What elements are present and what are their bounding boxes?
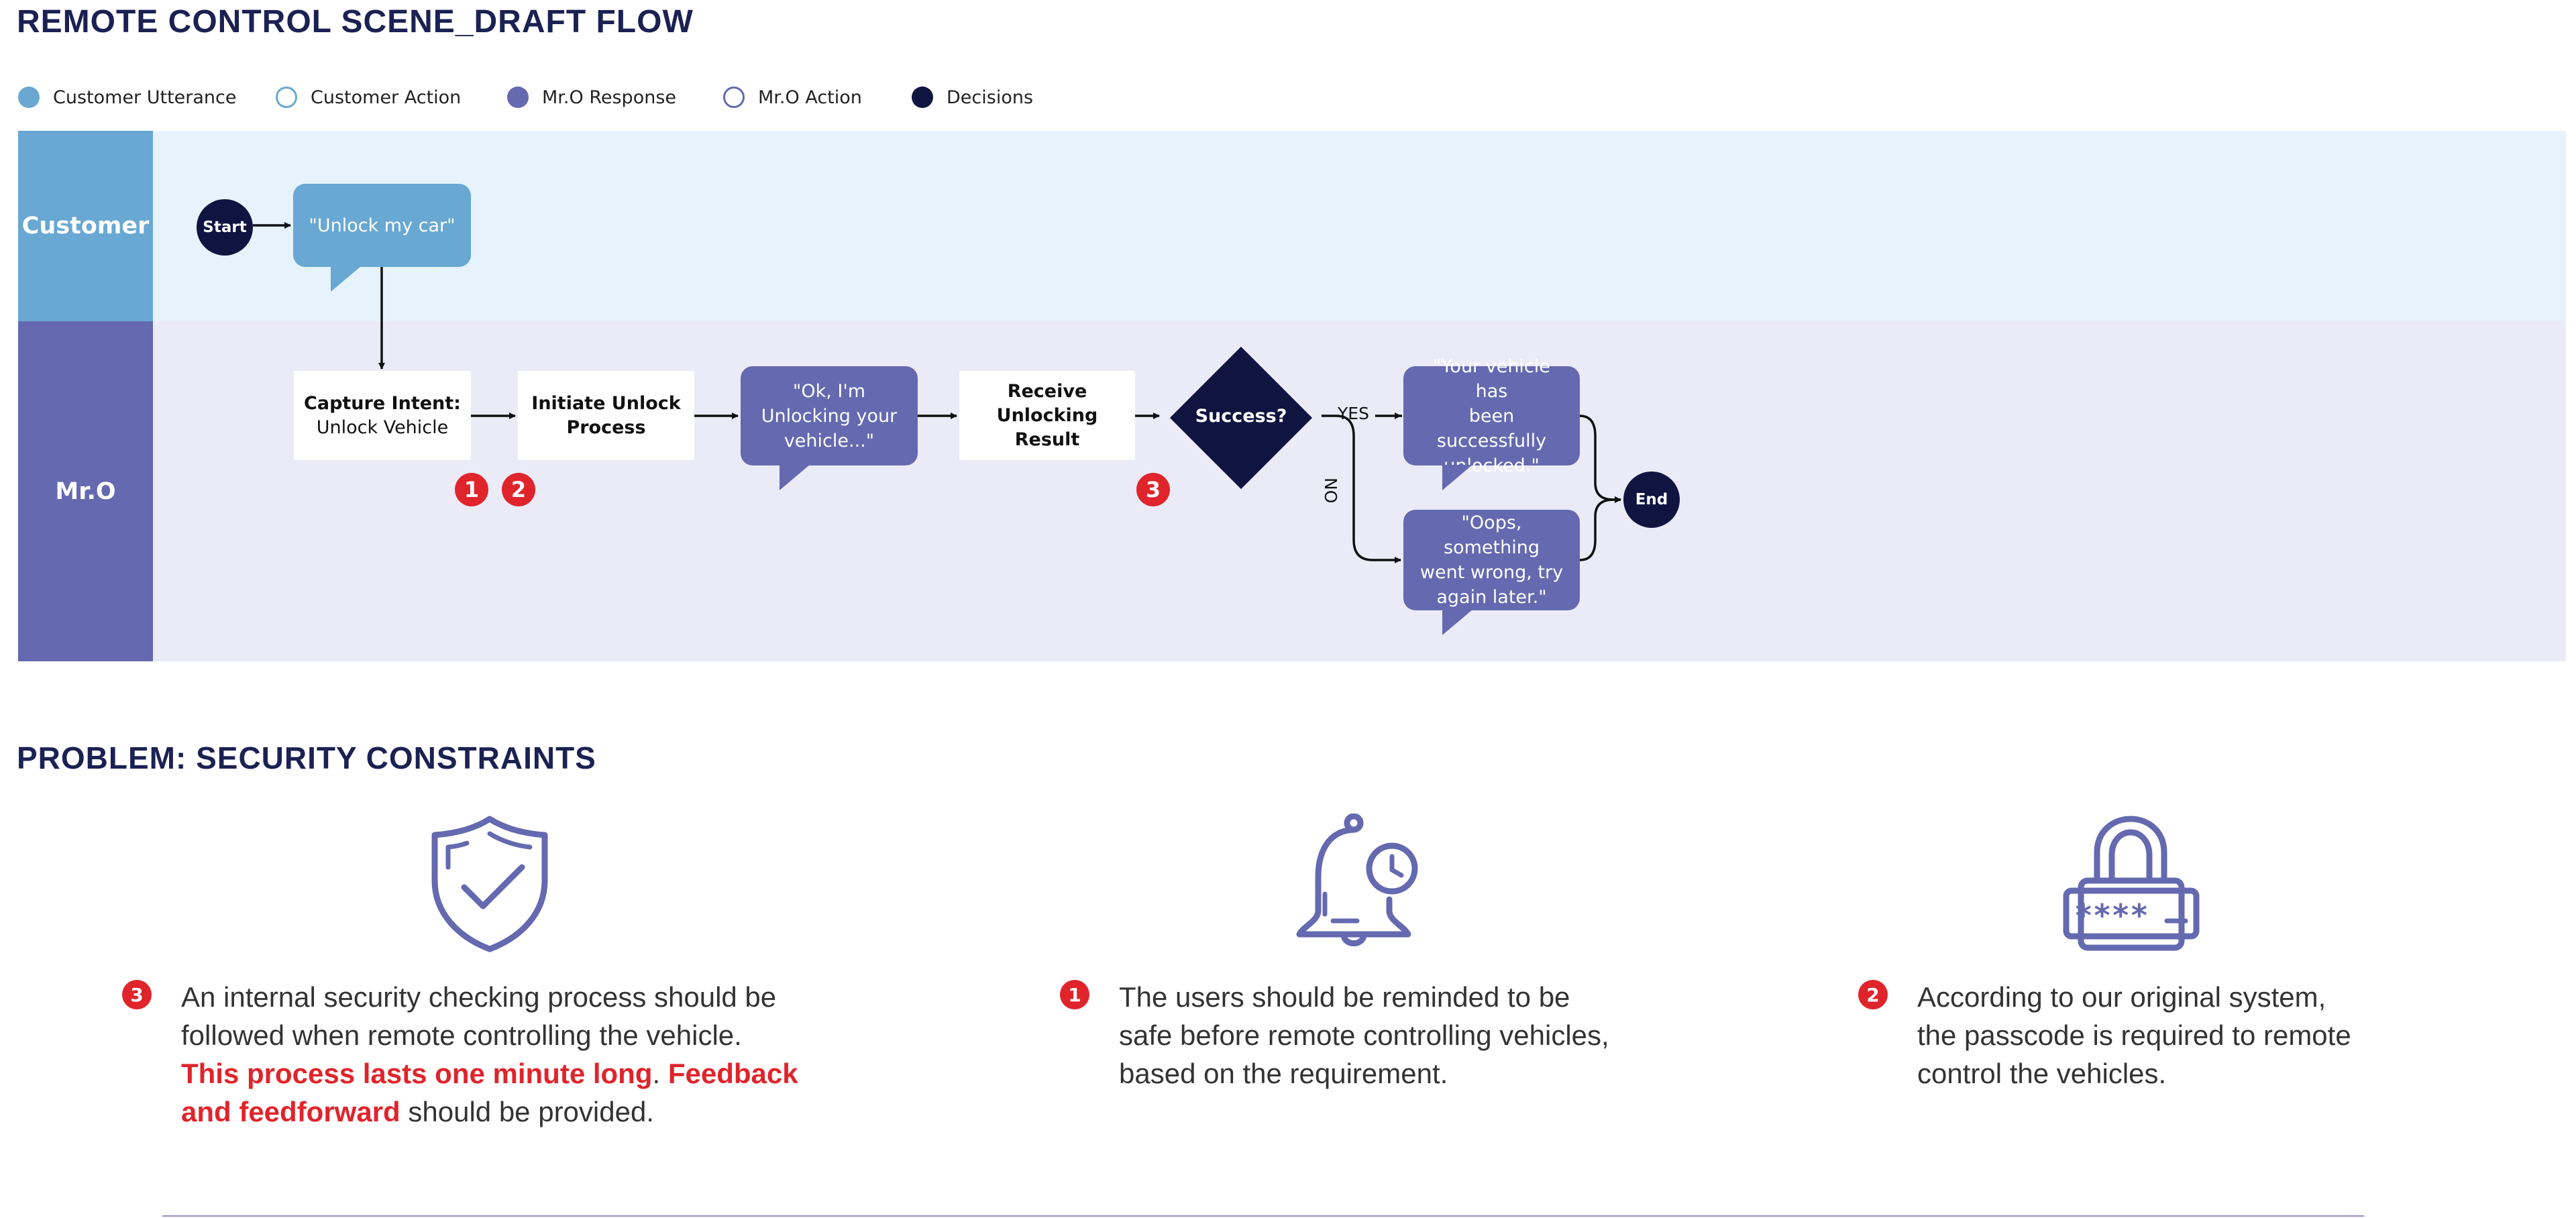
response-line: been successfully [1436,405,1547,451]
legend-label: Customer Action [311,87,462,108]
response-line: vehicle..." [784,430,875,451]
filled-circle-icon [18,87,40,108]
arrow-success-to-end [1579,414,1621,503]
problem-section-title: PROBLEM: SECURITY CONSTRAINTS [17,740,596,775]
outline-circle-icon [276,87,297,108]
response-line: went wrong, try [1419,562,1564,583]
initiate-unlock-line: Process [566,417,646,438]
problem-highlight: Feedback [667,1058,798,1089]
legend-label: Decisions [947,87,1034,108]
end-node: End [1623,472,1680,528]
problem-line-text: should be provided. [400,1096,654,1127]
problem-item-safety-reminder: The users should be reminded to be safe … [1119,978,1723,1093]
legend-label: Mr.O Action [758,87,862,108]
speech-tail [1442,610,1472,635]
problem-line: An internal security checking process sh… [181,981,777,1013]
response-line: again later." [1436,587,1547,608]
problem-item-passcode: According to our original system, the pa… [1917,978,2521,1093]
legend-item-mro-response: Mr.O Response [507,84,676,111]
customer-lane [153,131,2566,321]
page-title: REMOTE CONTROL SCENE_DRAFT FLOW [17,4,694,40]
problem-item-security-process: An internal security checking process sh… [181,978,872,1131]
success-response-bubble: "Your vehicle has been successfully unlo… [1403,356,1580,476]
problem-line: According to our original system, [1917,981,2326,1013]
lane-label-customer: Customer [18,131,153,321]
capture-intent-box: Capture Intent: Unlock Vehicle [294,371,471,460]
legend-item-customer-action: Customer Action [276,84,461,111]
receive-result-line: Receive Unlocking [996,380,1098,426]
receive-result-box: Receive Unlocking Result [959,371,1135,460]
speech-tail [1442,465,1472,490]
problem-line: This process lasts one minute long. Feed… [181,1054,872,1093]
decision-label: Success? [1195,405,1287,427]
problem-badge-1: 1 [1060,980,1089,1009]
problem-highlight: This process lasts one minute long [181,1058,653,1089]
legend-item-customer-utterance: Customer Utterance [18,84,237,111]
legend-item-decisions: Decisions [912,84,1033,111]
bottom-divider [162,1215,2364,1217]
problem-line: The users should be reminded to be [1119,981,1570,1013]
problem-badge-3: 3 [122,980,152,1009]
legend-label: Customer Utterance [53,87,237,108]
capture-intent-subtitle: Unlock Vehicle [316,417,449,438]
unlocking-response-bubble: "Ok, I'm Unlocking your vehicle..." [741,366,918,465]
problem-line: based on the requirement. [1119,1058,1448,1089]
padlock-passcode-icon: **** [2063,816,2200,951]
problem-line: control the vehicles. [1917,1058,2167,1089]
initiate-unlock-line: Initiate Unlock [531,392,681,414]
problem-line: and feedforward should be provided. [181,1093,872,1131]
problem-badge-2: 2 [1858,980,1888,1009]
legend-label: Mr.O Response [542,87,677,108]
step-badge-1: 1 [455,473,488,506]
arrow-failure-to-end [1579,496,1621,561]
capture-intent-title: Capture Intent: [304,392,461,414]
speech-tail [331,266,361,292]
yes-label: YES [1338,404,1369,423]
failure-response-bubble: "Oops, something went wrong, try again l… [1403,510,1580,610]
problem-line: safe before remote controlling vehicles, [1119,1019,1609,1051]
legend-item-mro-action: Mr.O Action [723,84,862,111]
receive-result-line: Result [1014,429,1080,450]
problem-highlight: and feedforward [181,1096,400,1127]
step-badge-3: 3 [1136,473,1170,506]
problem-line: followed when remote controlling the veh… [181,1019,742,1051]
svg-text:****: **** [2074,897,2149,934]
shield-check-icon [431,816,548,952]
start-node: Start [197,199,253,256]
no-label: NO [1321,478,1340,504]
arrow-no-to-failure [1322,414,1401,563]
customer-utterance-bubble: "Unlock my car" [293,184,471,267]
response-line: "Your vehicle has [1433,355,1550,402]
bell-clock-icon [1296,814,1418,946]
step-badge-2: 2 [502,473,535,506]
response-line: Unlocking your [761,405,898,427]
response-line: "Oops, something [1444,512,1540,558]
filled-circle-icon [912,87,933,108]
lane-label-mro: Mr.O [18,321,153,661]
problem-line: the passcode is required to remote [1917,1019,2351,1051]
initiate-unlock-box: Initiate Unlock Process [518,371,694,460]
speech-tail [780,465,810,490]
flow-connectors [253,222,1621,563]
filled-circle-icon [507,87,529,108]
response-line: "Ok, I'm [792,380,866,402]
problem-line-text: . [652,1058,668,1089]
outline-circle-icon [723,87,745,108]
